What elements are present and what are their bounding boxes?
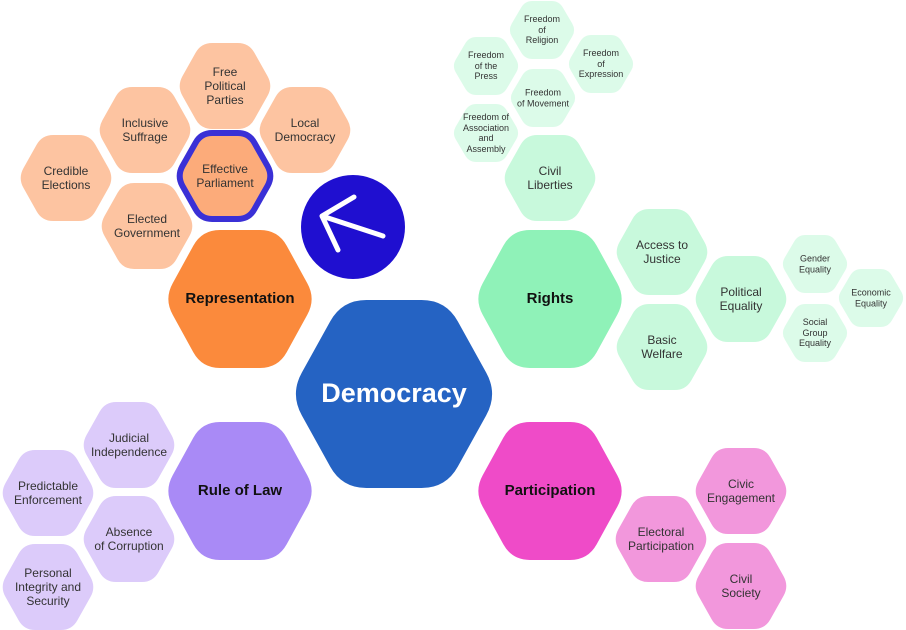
electoral-participation-label: Electoral Participation [627,524,695,553]
inclusive-suffrage-hexagon[interactable] [99,87,191,173]
participation-label: Participation [504,482,596,500]
rule-of-law-label: Rule of Law [197,482,283,500]
free-political-parties-hexagon[interactable] [179,43,271,129]
access-to-justice-label: Access to Justice [635,237,689,266]
representation-label: Representation [185,290,295,308]
judicial-independence-hexagon[interactable] [83,402,175,488]
absence-of-corruption-label: Absence of Corruption [94,524,164,553]
effective-parliament-label: Effective Parliament [196,161,254,190]
back-button[interactable] [301,175,405,279]
social-group-equality-label: Social Group Equality [798,317,832,349]
freedom-of-expression-label: Freedom of Expression [578,48,624,80]
arrow-left-icon [319,194,386,253]
basic-welfare-label: Basic Welfare [641,332,683,361]
electoral-participation-hexagon[interactable] [615,496,707,582]
economic-equality-label: Economic Equality [851,287,891,308]
credible-elections-label: Credible Elections [41,163,91,192]
personal-integrity-label: Personal Integrity and Security [14,565,82,609]
rights-hexagon[interactable] [478,230,622,368]
elected-government-hexagon[interactable] [101,183,193,269]
local-democracy-hexagon[interactable] [259,87,351,173]
inclusive-suffrage-label: Inclusive Suffrage [121,115,169,144]
local-democracy-label: Local Democracy [274,115,336,144]
social-group-equality-hexagon[interactable] [782,304,848,362]
effective-parliament-hexagon[interactable] [176,130,274,222]
economic-equality-hexagon[interactable] [838,269,904,327]
civic-engagement-hexagon[interactable] [695,448,787,534]
civic-engagement-label: Civic Engagement [706,476,776,505]
freedom-of-the-press-hexagon[interactable] [453,37,519,95]
predictable-enforcement-hexagon[interactable] [2,450,94,536]
freedom-of-movement-hexagon[interactable] [510,69,576,127]
predictable-enforcement-label: Predictable Enforcement [13,478,83,507]
democracy-center-label: Democracy [321,378,467,409]
basic-welfare-hexagon[interactable] [616,304,708,390]
political-equality-label: Political Equality [719,284,763,313]
free-political-parties-label: Free Political Parties [204,64,246,108]
civil-society-hexagon[interactable] [695,543,787,629]
rights-label: Rights [526,290,574,308]
freedom-of-association-hexagon[interactable] [453,104,519,162]
freedom-of-movement-label: Freedom of Movement [516,87,570,108]
participation-hexagon[interactable] [478,422,622,560]
personal-integrity-hexagon[interactable] [2,544,94,630]
freedom-of-religion-label: Freedom of Religion [523,14,561,46]
freedom-of-expression-hexagon[interactable] [568,35,634,93]
gender-equality-hexagon[interactable] [782,235,848,293]
judicial-independence-label: Judicial Independence [90,430,168,459]
political-equality-hexagon[interactable] [695,256,787,342]
freedom-of-the-press-label: Freedom of the Press [467,50,505,82]
access-to-justice-hexagon[interactable] [616,209,708,295]
credible-elections-hexagon[interactable] [20,135,112,221]
representation-hexagon[interactable] [168,230,312,368]
rule-of-law-hexagon[interactable] [168,422,312,560]
civil-liberties-hexagon[interactable] [504,135,596,221]
civil-society-label: Civil Society [721,571,761,600]
democracy-center-hexagon[interactable] [295,300,493,488]
elected-government-label: Elected Government [113,211,181,240]
absence-of-corruption-hexagon[interactable] [83,496,175,582]
gender-equality-label: Gender Equality [798,253,832,274]
freedom-of-religion-hexagon[interactable] [509,1,575,59]
freedom-of-association-label: Freedom of Association and Assembly [462,111,510,154]
civil-liberties-label: Civil Liberties [527,163,573,192]
